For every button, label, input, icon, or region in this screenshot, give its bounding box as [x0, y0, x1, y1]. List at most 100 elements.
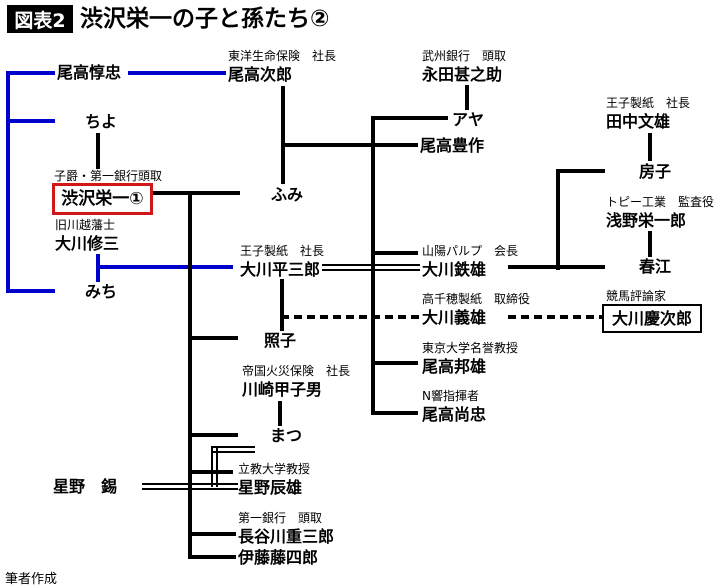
person-name: 尾高邦雄 — [422, 357, 487, 376]
person-name: 大川平三郎 — [240, 260, 321, 279]
person-name: 大川慶次郎 — [611, 308, 692, 328]
person-name: 尾高尚忠 — [422, 405, 487, 424]
person-role: 第一銀行 頭取 — [238, 511, 323, 525]
person-name: 房子 — [639, 162, 672, 181]
person-name: 照子 — [264, 331, 297, 350]
person-name: 尾高次郎 — [228, 65, 293, 84]
person-role: 競馬評論家 — [606, 289, 667, 303]
person-okawa-heizaburo: 王子製紙 社長大川平三郎 — [240, 244, 324, 279]
branch-tetsuo — [371, 251, 418, 255]
person-name: 伊藤藤四郎 — [238, 548, 319, 567]
person-odaka-kunio: 東京大学名誉教授尾高邦雄 — [422, 341, 518, 376]
branch-teruko — [188, 336, 238, 340]
figure-tag: 図表2 — [7, 5, 73, 33]
person-name: 星野 錫 — [53, 477, 118, 496]
person-teruko: 照子 — [264, 332, 296, 350]
sibling-bracket-line — [6, 71, 10, 293]
person-name: 尾高豊作 — [420, 136, 485, 155]
person-name: まつ — [270, 426, 303, 445]
person-name: 永田甚之助 — [422, 65, 503, 84]
person-name: 田中文雄 — [606, 112, 671, 131]
person-role: 山陽パルプ 会長 — [422, 244, 519, 258]
person-name: 星野辰雄 — [238, 478, 303, 497]
person-fumi: ふみ — [271, 186, 303, 204]
person-hasegawa-juzaburo: 第一銀行 頭取長谷川重三郎 — [238, 511, 334, 546]
adoption-line-shaku-tatsuo — [142, 483, 238, 490]
branch-matsu — [188, 433, 238, 437]
descent-line-eiichi-fumi — [147, 191, 240, 195]
descent-line-atsutada-jiro — [128, 71, 226, 75]
marriage-line-heizaburo-teruko — [280, 279, 284, 331]
branch-fusako — [556, 169, 605, 173]
person-role: 高千穂製紙 取締役 — [422, 292, 531, 306]
figure-tag-label: 図表2 — [14, 9, 66, 32]
marriage-link-matsu-tatsuo-h — [211, 446, 255, 453]
marriage-line-kawasaki-matsu — [278, 401, 282, 426]
person-name: 尾高惇忠 — [57, 63, 122, 82]
bracket-stub-atsutada — [6, 71, 55, 75]
branch-kunio — [371, 361, 418, 365]
branch-hisatada — [371, 411, 418, 415]
person-michi: みち — [85, 283, 117, 301]
branch-hasegawa — [188, 532, 236, 536]
person-role: 武州銀行 頭取 — [422, 49, 507, 63]
person-tanaka-fumio: 王子製紙 社長田中文雄 — [606, 96, 690, 131]
branch-hoshino-tatsuo — [188, 470, 233, 474]
person-role: 旧川越藩士 — [55, 218, 116, 232]
marriage-line-nagata-aya — [465, 85, 469, 110]
person-role: 王子製紙 社長 — [240, 244, 325, 258]
person-role: N響指揮者 — [422, 389, 479, 403]
person-name: 大川鉄雄 — [422, 260, 487, 279]
person-matsu: まつ — [270, 427, 302, 445]
marriage-link-matsu-tatsuo-v — [211, 446, 218, 487]
person-odaka-hisatada: N響指揮者尾高尚忠 — [422, 389, 486, 424]
person-harue: 春江 — [639, 258, 671, 276]
person-nagata-jinnosuke: 武州銀行 頭取永田甚之助 — [422, 49, 506, 84]
shibusawa-eiichi-highlight-box: 渋沢栄一① — [52, 183, 153, 215]
person-asano-eiichiro: トピー工業 監査役浅野栄一郎 — [606, 195, 714, 230]
person-name: 大川義雄 — [422, 308, 487, 327]
person-okawa-tetsuo: 山陽パルプ 会長大川鉄雄 — [422, 244, 518, 279]
person-name: 春江 — [639, 257, 672, 276]
person-role: 立教大学教授 — [238, 462, 311, 476]
person-hoshino-shaku: 星野 錫 — [53, 478, 117, 496]
person-kawasaki-kineo: 帝国火災保険 社長川崎甲子男 — [242, 364, 350, 399]
adoption-line-heizaburo-yoshio — [281, 315, 420, 319]
person-role: トピー工業 監査役 — [606, 195, 715, 209]
person-fusako: 房子 — [639, 163, 671, 181]
person-okawa-shuzo: 旧川越藩士大川修三 — [55, 218, 119, 253]
adoption-line-yoshio-keijiro — [508, 315, 603, 319]
person-chiyo: ちよ — [85, 113, 117, 131]
person-name: アヤ — [452, 110, 485, 129]
descent-line-shuzo-heizaburo — [96, 265, 233, 269]
person-name: 渋沢栄一① — [61, 189, 144, 209]
person-okawa-keijiro-role: 競馬評論家 — [606, 289, 666, 306]
person-ito-toshiro: 伊藤藤四郎 — [238, 549, 318, 567]
person-okawa-yoshio: 高千穂製紙 取締役大川義雄 — [422, 292, 530, 327]
person-name: 浅野栄一郎 — [606, 211, 687, 230]
person-name: ふみ — [271, 185, 304, 204]
marriage-line-asano-harue — [648, 231, 652, 257]
okawa-keijiro-highlight-box: 大川慶次郎 — [602, 304, 702, 333]
person-role: 王子製紙 社長 — [606, 96, 691, 110]
branch-ito — [188, 555, 236, 559]
person-role: 帝国火災保険 社長 — [242, 364, 351, 378]
person-role: 東京大学名誉教授 — [422, 341, 519, 355]
person-aya: アヤ — [452, 111, 484, 129]
marriage-line-chiyo-eiichi — [96, 133, 100, 169]
marriage-line-jiro-fumi — [281, 86, 285, 184]
person-name: 長谷川重三郎 — [238, 527, 335, 546]
page-title: 渋沢栄一の子と孫たち② — [80, 6, 330, 32]
person-name: みち — [85, 282, 118, 301]
eiichi-children-spine — [188, 191, 192, 559]
person-odaka-hosaku: 尾高豊作 — [420, 137, 484, 155]
bracket-stub-michi — [6, 289, 55, 293]
person-hoshino-tatsuo: 立教大学教授星野辰雄 — [238, 462, 310, 497]
person-role: 東洋生命保険 社長 — [228, 49, 337, 63]
branch-hosaku — [281, 143, 418, 147]
person-shibusawa-eiichi-role: 子爵・第一銀行頭取 — [54, 169, 162, 186]
person-odaka-atsutada: 尾高惇忠 — [57, 64, 121, 82]
person-name: 川崎甲子男 — [242, 380, 323, 399]
person-role: 子爵・第一銀行頭取 — [54, 169, 163, 183]
